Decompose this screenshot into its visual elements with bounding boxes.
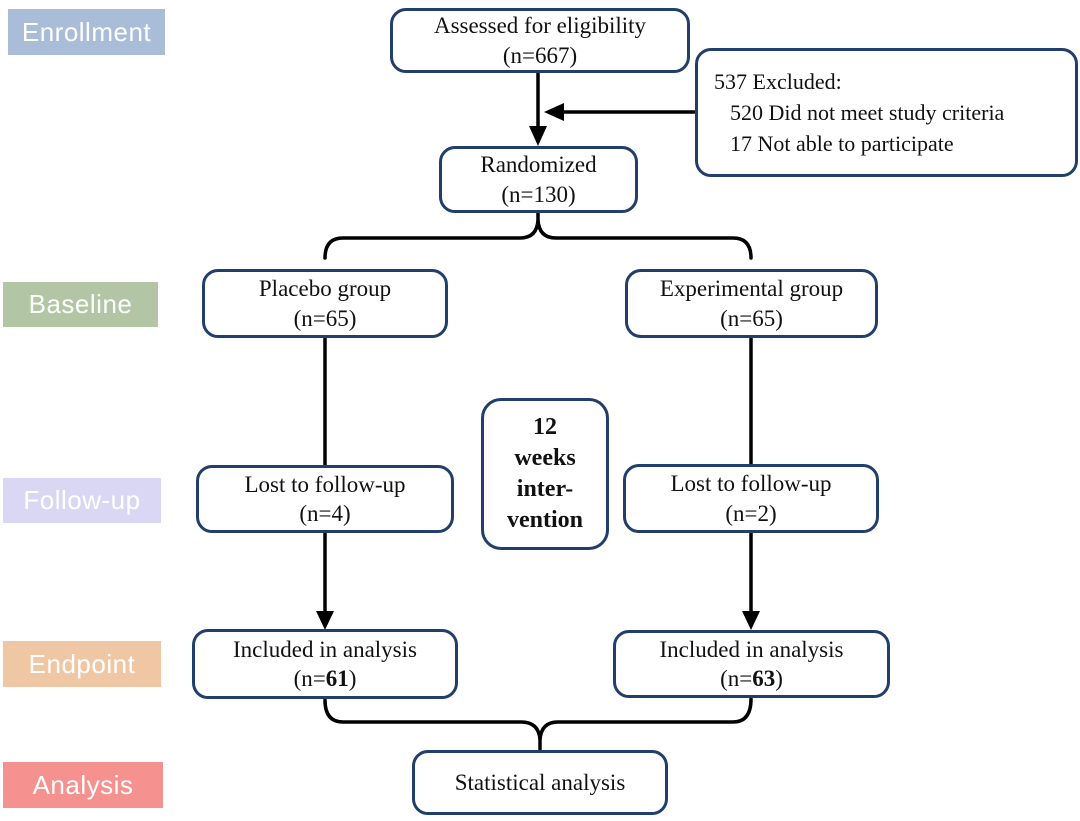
stage-label-endpoint: Endpoint <box>3 641 161 687</box>
split-brace <box>323 211 753 260</box>
box-statistical-analysis: Statistical analysis <box>412 750 668 815</box>
stage-label-analysis: Analysis <box>3 762 163 808</box>
box-included-analysis-placebo: Included in analysis (n=61) <box>192 629 458 699</box>
stage-label-baseline: Baseline <box>3 282 158 327</box>
intervention-line4: vention <box>506 507 583 534</box>
box-experimental-group: Experimental group (n=65) <box>625 269 878 338</box>
placebo-line1: Placebo group <box>258 276 392 302</box>
experimental-line2: (n=65) <box>720 305 783 331</box>
experimental-line1: Experimental group <box>659 276 844 302</box>
excluded-line1: 537 Excluded: <box>714 68 842 94</box>
stage-label-followup-text: Follow-up <box>23 485 141 515</box>
lost-placebo-line1: Lost to follow-up <box>244 471 406 497</box>
arrowhead-down-included-right <box>742 611 760 630</box>
box-assessed-for-eligibility: Assessed for eligibility (n=667) <box>390 8 690 73</box>
lost-experimental-line1: Lost to follow-up <box>670 471 832 497</box>
intervention-line1: 12 <box>533 413 557 440</box>
stage-label-endpoint-text: Endpoint <box>28 648 136 679</box>
included-placebo-line1: Included in analysis <box>233 636 417 662</box>
intervention-line3: inter- <box>516 476 574 502</box>
included-placebo-n: 61 <box>325 666 349 691</box>
stage-label-enrollment: Enrollment <box>8 9 165 55</box>
box-lost-followup-experimental: Lost to follow-up (n=2) <box>623 464 879 533</box>
assessed-line1: Assessed for eligibility <box>433 13 647 39</box>
included-experimental-line1: Included in analysis <box>659 636 844 662</box>
randomized-line2: (n=130) <box>501 181 576 207</box>
included-placebo-line2: (n=61) <box>293 666 357 691</box>
excluded-line2: 520 Did not meet study criteria <box>730 99 1005 125</box>
box-randomized: Randomized (n=130) <box>439 146 638 213</box>
box-intervention: 12 weeks inter- vention <box>481 398 609 550</box>
arrowhead-down-included-left <box>316 611 334 630</box>
stage-label-analysis-text: Analysis <box>32 769 134 800</box>
included-experimental-line2: (n=63) <box>720 666 783 691</box>
stage-label-followup: Follow-up <box>3 478 161 523</box>
arrowhead-left-excluded <box>544 103 564 121</box>
box-excluded: 537 Excluded: 520 Did not meet study cri… <box>695 48 1078 177</box>
merge-brace <box>323 697 753 751</box>
included-experimental-n: 63 <box>752 666 776 691</box>
assessed-line2: (n=667) <box>502 42 578 68</box>
box-lost-followup-placebo: Lost to follow-up (n=4) <box>196 465 454 533</box>
randomized-line1: Randomized <box>480 152 597 178</box>
lost-placebo-line2: (n=4) <box>299 501 351 526</box>
placebo-line2: (n=65) <box>293 305 357 331</box>
excluded-line3: 17 Not able to participate <box>730 131 954 157</box>
intervention-line2: weeks <box>514 444 576 471</box>
stage-label-enrollment-text: Enrollment <box>21 16 152 47</box>
arrowhead-down-randomized <box>529 126 547 146</box>
box-placebo-group: Placebo group (n=65) <box>202 269 448 338</box>
lost-experimental-line2: (n=2) <box>725 500 777 526</box>
box-included-analysis-experimental: Included in analysis (n=63) <box>613 630 890 698</box>
statistical-line1: Statistical analysis <box>454 769 626 795</box>
stage-label-baseline-text: Baseline <box>28 289 133 319</box>
